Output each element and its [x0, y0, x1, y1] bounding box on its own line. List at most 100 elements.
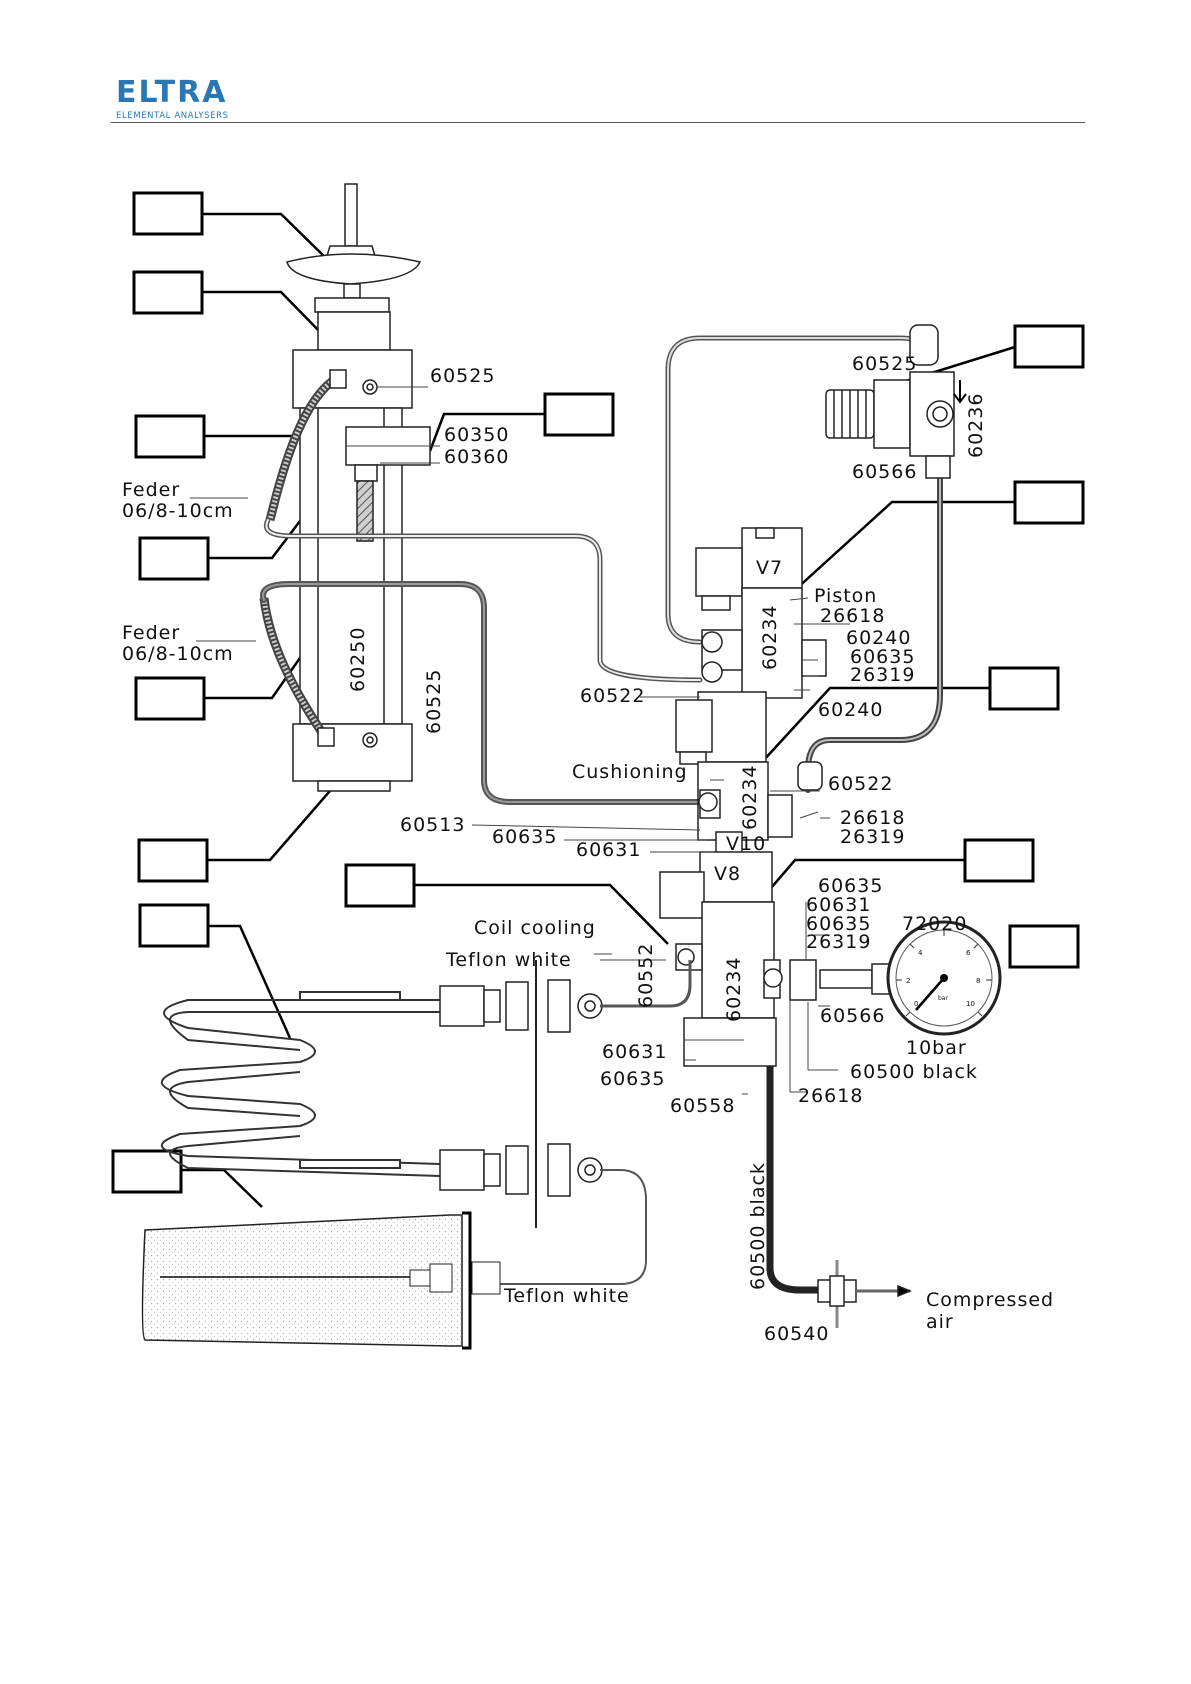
v7-coil-plug — [695, 547, 743, 597]
coil-fittings — [439, 960, 603, 1228]
callout-box-9 — [344, 863, 416, 908]
callout-box-7 — [138, 903, 210, 948]
label-coil-cooling: Coil cooling — [474, 917, 596, 939]
label-60631-b: 60631 — [576, 839, 641, 861]
label-v10-60234: 60234 — [739, 765, 761, 830]
label-feder-1-size: 06/8-10cm — [122, 500, 234, 522]
part-leaders — [190, 386, 850, 1095]
label-teflon-white-1: Teflon white — [445, 949, 572, 971]
callout-box-5 — [134, 676, 206, 721]
label-60540: 60540 — [764, 1323, 829, 1345]
gauge-tick-8: 8 — [976, 977, 980, 985]
label-v10: V10 — [726, 833, 766, 855]
gauge-tick-10: 10 — [966, 1000, 975, 1008]
cooling-coil — [160, 991, 441, 1177]
callout-box-6 — [137, 838, 209, 883]
valve-v8 — [659, 851, 893, 1067]
label-60500-black-vertical: 60500 black — [747, 1162, 769, 1290]
gauge-tick-6: 6 — [966, 949, 971, 957]
label-feder-2: Feder — [122, 622, 180, 644]
label-60635-d: 60635 — [806, 913, 871, 935]
cylinder-rod — [344, 183, 358, 247]
label-60250: 60250 — [347, 627, 369, 692]
label-26319-c: 26319 — [806, 931, 871, 953]
label-60500-black: 60500 black — [850, 1061, 978, 1083]
label-60558: 60558 — [670, 1095, 735, 1117]
label-60240-a: 60240 — [846, 627, 911, 649]
air-inlet — [817, 1260, 912, 1328]
part-labels: 60525 60350 60360 Feder 06/8-10cm Feder … — [122, 353, 1054, 1345]
label-26319-a: 26319 — [850, 664, 915, 686]
callout-box-13 — [988, 666, 1060, 711]
callout-box-4 — [138, 536, 210, 581]
label-teflon-white-2: Teflon white — [503, 1285, 630, 1307]
gauge-needle — [915, 977, 945, 1011]
label-60350: 60350 — [444, 424, 509, 446]
valve-v7 — [695, 527, 827, 699]
gauge-unit: bar — [938, 995, 948, 1002]
callout-box-14 — [963, 838, 1035, 883]
label-60525-regulator: 60525 — [852, 353, 917, 375]
cylinder-top-neck — [317, 311, 391, 351]
label-10bar: 10bar — [906, 1037, 967, 1059]
label-72020: 72020 — [902, 913, 967, 935]
logo-wordmark: ELTRA — [116, 75, 228, 110]
label-piston: Piston — [814, 585, 877, 607]
v8-head — [699, 851, 773, 903]
label-60631-d: 60631 — [602, 1041, 667, 1063]
label-60635-e: 60635 — [600, 1068, 665, 1090]
label-60522-b: 60522 — [828, 773, 893, 795]
label-26319-b: 26319 — [840, 826, 905, 848]
label-26618-a: 26618 — [820, 605, 885, 627]
label-v8: V8 — [714, 863, 741, 885]
callout-box-15 — [1008, 924, 1080, 969]
logo-subtitle: ELEMENTAL ANALYSERS — [116, 111, 229, 121]
label-60566-c: 60566 — [820, 1005, 885, 1027]
gauge-tick-0: 0 — [914, 1000, 918, 1008]
callout-boxes — [111, 191, 1085, 1194]
callout-box-12 — [1013, 480, 1085, 525]
label-cushioning: Cushioning — [572, 761, 688, 783]
label-60360: 60360 — [444, 446, 509, 468]
label-60525-side: 60525 — [423, 669, 445, 734]
eltra-logo: ELTRA ELEMENTAL ANALYSERS — [116, 75, 229, 122]
label-60631-c: 60631 — [806, 894, 871, 916]
pressure-regulator — [825, 324, 967, 479]
cylinder-hoses — [259, 369, 347, 747]
label-60566-regulator: 60566 — [852, 461, 917, 483]
teflon-line-1 — [600, 960, 692, 1008]
callout-box-8 — [111, 1149, 183, 1194]
label-60635-a: 60635 — [850, 646, 915, 668]
regulator-body — [873, 379, 911, 449]
callout-box-3 — [134, 414, 206, 459]
label-60635-b: 60635 — [492, 826, 557, 848]
label-60525-top: 60525 — [430, 365, 495, 387]
label-60513: 60513 — [400, 814, 465, 836]
main-cylinder — [286, 183, 431, 792]
pressure-gauge: 0 2 4 6 8 10 bar — [886, 920, 1002, 1036]
label-v8-60234: 60234 — [723, 957, 745, 1022]
teflon-line-2 — [500, 1169, 647, 1285]
gauge-tick-2: 2 — [906, 977, 910, 985]
valve-v10 — [675, 691, 823, 855]
label-v7-60234: 60234 — [759, 605, 781, 670]
callout-box-11 — [1013, 324, 1085, 369]
clamp-spring — [356, 480, 374, 542]
callout-box-1 — [132, 191, 204, 236]
label-feder-1: Feder — [122, 479, 180, 501]
label-60522-a: 60522 — [580, 685, 645, 707]
v7-body — [741, 587, 803, 699]
cylinder-knob — [286, 253, 422, 285]
water-tank — [141, 1211, 501, 1350]
label-compressed: Compressed — [926, 1289, 1054, 1311]
callout-box-10 — [543, 392, 615, 437]
label-60635-c: 60635 — [818, 875, 883, 897]
label-26618-c: 26618 — [798, 1085, 863, 1107]
label-60552: 60552 — [635, 943, 657, 1008]
header-rule — [111, 122, 1085, 123]
gauge-tick-4: 4 — [918, 949, 923, 957]
label-60236: 60236 — [965, 393, 987, 458]
callout-box-2 — [132, 270, 204, 315]
label-26618-b: 26618 — [840, 807, 905, 829]
